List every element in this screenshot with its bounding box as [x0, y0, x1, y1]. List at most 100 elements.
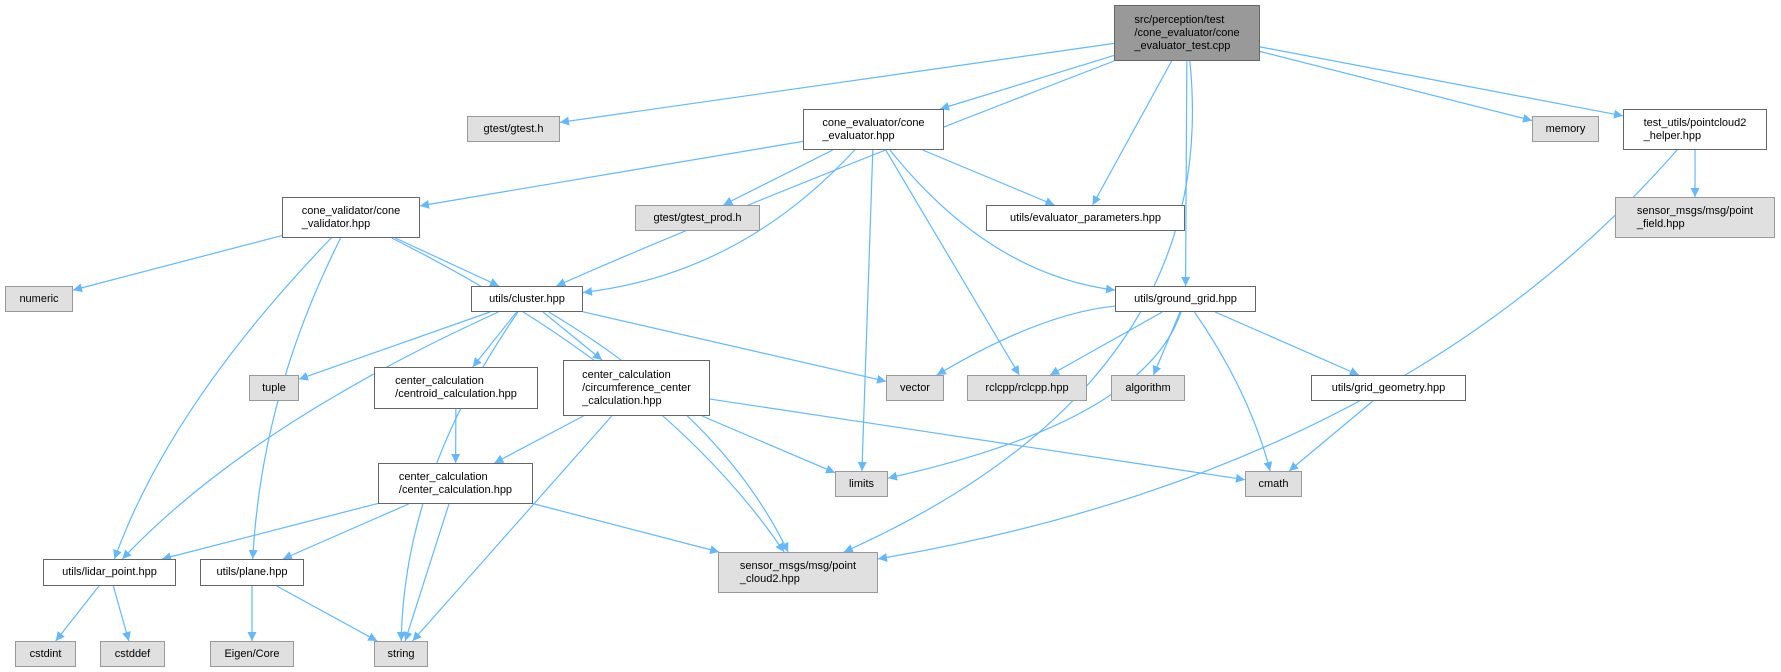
edge-lidar-point-to-cstdint — [55, 585, 100, 642]
edge-lidar-point-to-cstddef — [112, 585, 131, 642]
node-plane[interactable]: utils/plane.hpp — [200, 559, 304, 586]
edge-root-to-ground-grid — [1181, 60, 1191, 287]
edge-root-to-helper — [1259, 46, 1624, 119]
node-label: sensor_msgs/msg/point _cloud2.hpp — [739, 559, 857, 585]
node-limits: limits — [835, 471, 888, 497]
edge-cluster-to-vector — [582, 311, 887, 384]
node-ground-grid[interactable]: utils/ground_grid.hpp — [1115, 286, 1256, 312]
node-memory: memory — [1532, 116, 1599, 142]
edge-root-to-pointcloud2 — [843, 60, 1194, 553]
node-label: center_calculation /centroid_calculation… — [395, 375, 517, 400]
edge-cluster-to-pointcloud2 — [548, 311, 789, 553]
edge-cone-evaluator-to-evaluator-parameters — [922, 149, 1055, 206]
node-label: center_calculation /center_calculation.h… — [398, 470, 513, 496]
node-helper[interactable]: test_utils/pointcloud2 _helper.hpp — [1623, 109, 1767, 150]
node-label: algorithm — [1125, 381, 1171, 394]
node-gtest: gtest/gtest.h — [467, 116, 560, 142]
node-evaluator-parameters[interactable]: utils/evaluator_parameters.hpp — [986, 205, 1185, 231]
node-label: numeric — [19, 292, 59, 305]
node-cone-evaluator[interactable]: cone_evaluator/cone _evaluator.hpp — [803, 109, 944, 150]
node-label: tuple — [262, 381, 286, 394]
edge-cluster-to-lidar-point — [121, 311, 499, 560]
edge-cone-validator-to-cluster — [395, 237, 500, 287]
node-label: utils/plane.hpp — [216, 566, 288, 578]
edge-cone-evaluator-to-limits — [857, 149, 874, 472]
node-grid-geometry[interactable]: utils/grid_geometry.hpp — [1311, 375, 1466, 401]
edge-ground-grid-to-grid-geometry — [1214, 311, 1360, 376]
node-circumference[interactable]: center_calculation /circumference_center… — [563, 360, 710, 416]
node-root[interactable]: src/perception/test /cone_evaluator/cone… — [1114, 5, 1260, 61]
node-label: Eigen/Core — [224, 647, 280, 660]
node-label: cstddef — [114, 647, 151, 660]
node-label: utils/cluster.hpp — [489, 292, 565, 305]
node-label: gtest/gtest.h — [483, 122, 544, 135]
node-label: vector — [900, 381, 930, 394]
node-label: test_utils/pointcloud2 _helper.hpp — [1643, 116, 1747, 142]
edge-grid-geometry-to-cmath — [1288, 400, 1374, 472]
node-tuple: tuple — [249, 375, 299, 401]
edge-circumference-to-string — [412, 415, 613, 642]
edge-cluster-to-tuple — [298, 311, 491, 381]
edge-ground-grid-to-rclcpp — [1049, 311, 1163, 376]
edge-cone-evaluator-to-gtest-prod — [723, 149, 834, 206]
edge-circumference-to-center-calc — [494, 415, 584, 464]
node-label: rclcpp/rclcpp.hpp — [985, 381, 1069, 394]
node-eigen: Eigen/Core — [210, 641, 294, 667]
node-pointcloud2: sensor_msgs/msg/point _cloud2.hpp — [718, 552, 878, 593]
node-label: string — [387, 647, 415, 660]
node-label: utils/grid_geometry.hpp — [1331, 381, 1446, 394]
node-label: src/perception/test /cone_evaluator/cone… — [1134, 13, 1240, 52]
node-label: utils/evaluator_parameters.hpp — [1009, 211, 1162, 224]
node-cmath: cmath — [1245, 471, 1302, 497]
edge-cone-evaluator-to-cluster — [582, 149, 856, 296]
edge-center-calc-to-pointcloud2 — [532, 503, 720, 555]
edge-root-to-memory — [1259, 50, 1533, 123]
node-label: memory — [1545, 122, 1586, 135]
edge-cluster-to-centroid — [472, 311, 518, 368]
edge-center-calc-to-lidar-point — [161, 502, 379, 562]
edge-cone-evaluator-to-cone-validator — [419, 140, 804, 209]
edge-ground-grid-to-vector — [936, 305, 1116, 376]
edge-circumference-to-cmath — [709, 398, 1246, 483]
edge-circumference-to-limits — [701, 415, 836, 474]
edge-helper-to-pointcloud2 — [877, 149, 1678, 562]
node-label: gtest/gtest_prod.h — [653, 211, 742, 224]
node-lidar-point[interactable]: utils/lidar_point.hpp — [43, 559, 176, 586]
node-rclcpp: rclcpp/rclcpp.hpp — [967, 375, 1087, 401]
node-string: string — [374, 641, 428, 667]
node-label: limits — [848, 477, 875, 490]
node-label: utils/ground_grid.hpp — [1134, 292, 1237, 305]
edge-plane-to-string — [276, 585, 378, 642]
edge-center-calc-to-string — [403, 503, 450, 642]
edge-cluster-to-circumference — [542, 311, 603, 361]
node-numeric: numeric — [5, 286, 73, 312]
node-algorithm: algorithm — [1111, 375, 1185, 401]
node-cluster[interactable]: utils/cluster.hpp — [471, 286, 583, 312]
node-label: utils/lidar_point.hpp — [62, 566, 157, 578]
node-label: cmath — [1258, 477, 1289, 490]
edge-cone-validator-to-lidar-point — [113, 237, 332, 560]
node-center-calc[interactable]: center_calculation /center_calculation.h… — [378, 463, 533, 504]
edge-cone-evaluator-to-ground-grid — [889, 149, 1116, 294]
node-label: cone_evaluator/cone _evaluator.hpp — [822, 116, 925, 142]
edge-root-to-cone-evaluator — [939, 54, 1115, 111]
edge-center-calc-to-plane — [282, 503, 409, 560]
node-label: cone_validator/cone _validator.hpp — [301, 204, 401, 230]
node-gtest-prod: gtest/gtest_prod.h — [635, 205, 760, 231]
node-label: cstdint — [29, 647, 62, 660]
node-cstdint: cstdint — [15, 641, 76, 667]
edge-root-to-evaluator-parameters — [1092, 60, 1173, 206]
edge-cone-validator-to-numeric — [72, 234, 283, 293]
edge-cone-evaluator-to-rclcpp — [885, 149, 1020, 376]
node-label: center_calculation /circumference_center… — [582, 368, 691, 407]
node-centroid[interactable]: center_calculation /centroid_calculation… — [374, 367, 538, 409]
node-point-field: sensor_msgs/msg/point _field.hpp — [1615, 197, 1775, 238]
node-cone-validator[interactable]: cone_validator/cone _validator.hpp — [282, 197, 420, 238]
edge-root-to-gtest — [559, 42, 1115, 126]
node-vector: vector — [886, 375, 944, 401]
edge-ground-grid-to-limits — [887, 311, 1182, 481]
edge-root-to-cluster — [556, 60, 1115, 287]
edge-ground-grid-to-algorithm — [1152, 311, 1181, 376]
edge-ground-grid-to-cmath — [1193, 311, 1273, 472]
